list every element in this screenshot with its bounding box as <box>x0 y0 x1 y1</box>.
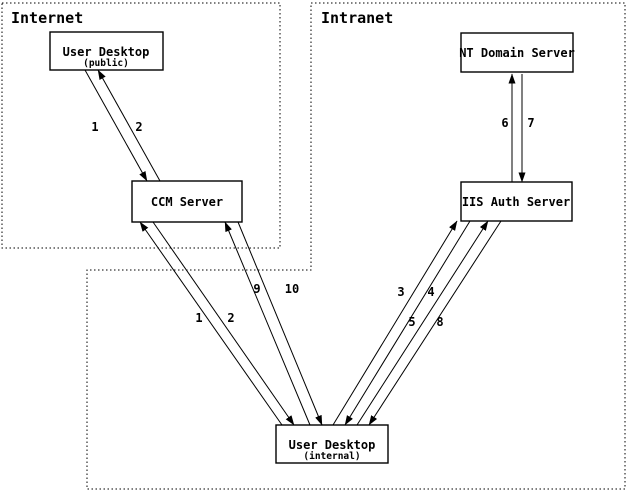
node-user-desktop-internal: User Desktop (internal) <box>275 424 389 464</box>
edge-label: 2 <box>227 311 234 325</box>
edge-3-internal-desktop-to-iis <box>332 220 458 426</box>
edge-10-ccm-to-internal-desktop <box>237 221 323 426</box>
edge-label: 6 <box>501 116 508 130</box>
node-nt-domain-server: NT Domain Server <box>459 32 575 73</box>
edge-8-iis-to-internal-desktop <box>368 220 502 426</box>
edge-label: 1 <box>91 120 98 134</box>
node-box <box>49 31 164 71</box>
node-title: User Desktop <box>289 438 376 452</box>
node-title: User Desktop <box>63 45 150 59</box>
edge-label: 5 <box>408 315 415 329</box>
edge-label: 7 <box>527 116 534 130</box>
edge-4-iis-to-internal-desktop <box>344 220 471 426</box>
node-title: IIS Auth Server <box>462 195 570 209</box>
node-box <box>131 180 243 223</box>
edge-5-internal-desktop-to-iis <box>356 220 489 426</box>
node-subtitle: (public) <box>83 58 129 69</box>
edge-label: 1 <box>195 311 202 325</box>
edge-2-ccm-to-internal-desktop <box>152 221 295 426</box>
internet-region-border <box>1 2 281 249</box>
node-ccm-server: CCM Server <box>131 180 243 223</box>
node-title: CCM Server <box>151 195 223 209</box>
edge-label: 2 <box>135 120 142 134</box>
node-box <box>460 181 573 222</box>
edge-9-internal-desktop-to-ccm <box>224 221 311 426</box>
edge-label: 4 <box>427 285 434 299</box>
edge-label: 9 <box>253 282 260 296</box>
node-title: NT Domain Server <box>459 46 575 60</box>
edge-label: 3 <box>397 285 404 299</box>
node-box <box>460 32 574 73</box>
internet-region-label: Internet <box>11 9 83 27</box>
node-user-desktop-public: User Desktop (public) <box>49 31 164 71</box>
intranet-region-border <box>86 2 626 490</box>
node-box <box>275 424 389 464</box>
edge-label: 10 <box>285 282 299 296</box>
node-subtitle: (internal) <box>303 451 360 462</box>
edge-label: 8 <box>436 315 443 329</box>
edge-2-ccm-to-public-desktop <box>97 69 161 182</box>
intranet-region-label: Intranet <box>321 9 393 27</box>
edge-1-internal-desktop-to-ccm <box>139 221 283 426</box>
edge-1-public-desktop-to-ccm <box>84 69 148 182</box>
node-iis-auth-server: IIS Auth Server <box>460 181 573 222</box>
